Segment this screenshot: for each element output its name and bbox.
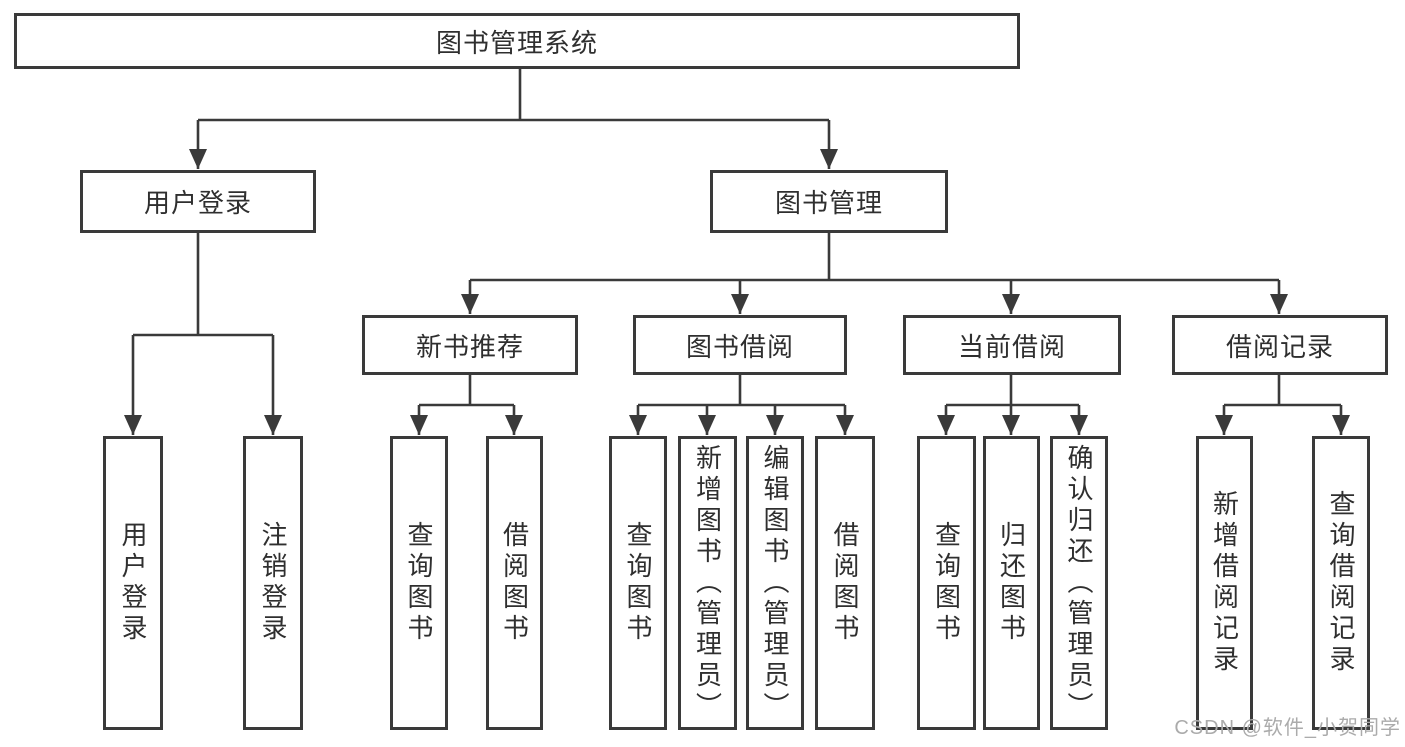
leaf-add-borrow-record-label: 新增借阅记录 xyxy=(1209,490,1240,676)
leaf-query-books-borrow: 查询图书 xyxy=(609,436,667,730)
leaf-confirm-return-admin-label: 确认归还（管理员） xyxy=(1064,443,1094,723)
leaf-query-borrow-record: 查询借阅记录 xyxy=(1312,436,1370,730)
leaf-add-book-admin: 新增图书（管理员） xyxy=(678,436,737,730)
node-book-borrow-label: 图书借阅 xyxy=(685,331,794,362)
leaf-logout: 注销登录 xyxy=(243,436,303,730)
node-new-book-recommend: 新书推荐 xyxy=(362,315,578,375)
leaf-query-books-recommend-label: 查询图书 xyxy=(404,521,434,645)
leaf-borrow-books-label: 借阅图书 xyxy=(830,521,860,645)
leaf-confirm-return-admin: 确认归还（管理员） xyxy=(1050,436,1108,730)
leaf-user-login: 用户登录 xyxy=(103,436,163,730)
leaf-query-books-borrow-label: 查询图书 xyxy=(623,521,653,645)
node-current-borrow-label: 当前借阅 xyxy=(957,331,1066,362)
leaf-query-books-current: 查询图书 xyxy=(917,436,976,730)
leaf-return-book: 归还图书 xyxy=(983,436,1040,730)
node-root-label: 图书管理系统 xyxy=(435,27,598,58)
node-new-book-recommend-label: 新书推荐 xyxy=(415,331,524,362)
leaf-query-books-current-label: 查询图书 xyxy=(931,521,962,645)
node-root: 图书管理系统 xyxy=(14,13,1020,69)
leaf-logout-label: 注销登录 xyxy=(258,521,288,645)
leaf-add-book-admin-label: 新增图书（管理员） xyxy=(692,443,723,723)
leaf-edit-book-admin: 编辑图书（管理员） xyxy=(746,436,804,730)
leaf-borrow-books-recommend: 借阅图书 xyxy=(486,436,543,730)
node-book-borrow: 图书借阅 xyxy=(633,315,847,375)
leaf-borrow-books-recommend-label: 借阅图书 xyxy=(499,521,530,645)
node-book-management: 图书管理 xyxy=(710,170,948,233)
leaf-add-borrow-record: 新增借阅记录 xyxy=(1196,436,1253,730)
leaf-return-book-label: 归还图书 xyxy=(996,521,1027,645)
leaf-edit-book-admin-label: 编辑图书（管理员） xyxy=(760,443,790,723)
node-borrow-records: 借阅记录 xyxy=(1172,315,1388,375)
node-borrow-records-label: 借阅记录 xyxy=(1225,331,1334,362)
node-book-management-label: 图书管理 xyxy=(774,188,883,218)
leaf-query-books-recommend: 查询图书 xyxy=(390,436,448,730)
node-user-login: 用户登录 xyxy=(80,170,316,233)
watermark: CSDN @软件_小贺同学 xyxy=(1174,717,1401,739)
leaf-query-borrow-record-label: 查询借阅记录 xyxy=(1326,490,1356,676)
node-current-borrow: 当前借阅 xyxy=(903,315,1121,375)
leaf-user-login-label: 用户登录 xyxy=(118,521,148,645)
leaf-borrow-books: 借阅图书 xyxy=(815,436,875,730)
node-user-login-label: 用户登录 xyxy=(143,188,252,218)
